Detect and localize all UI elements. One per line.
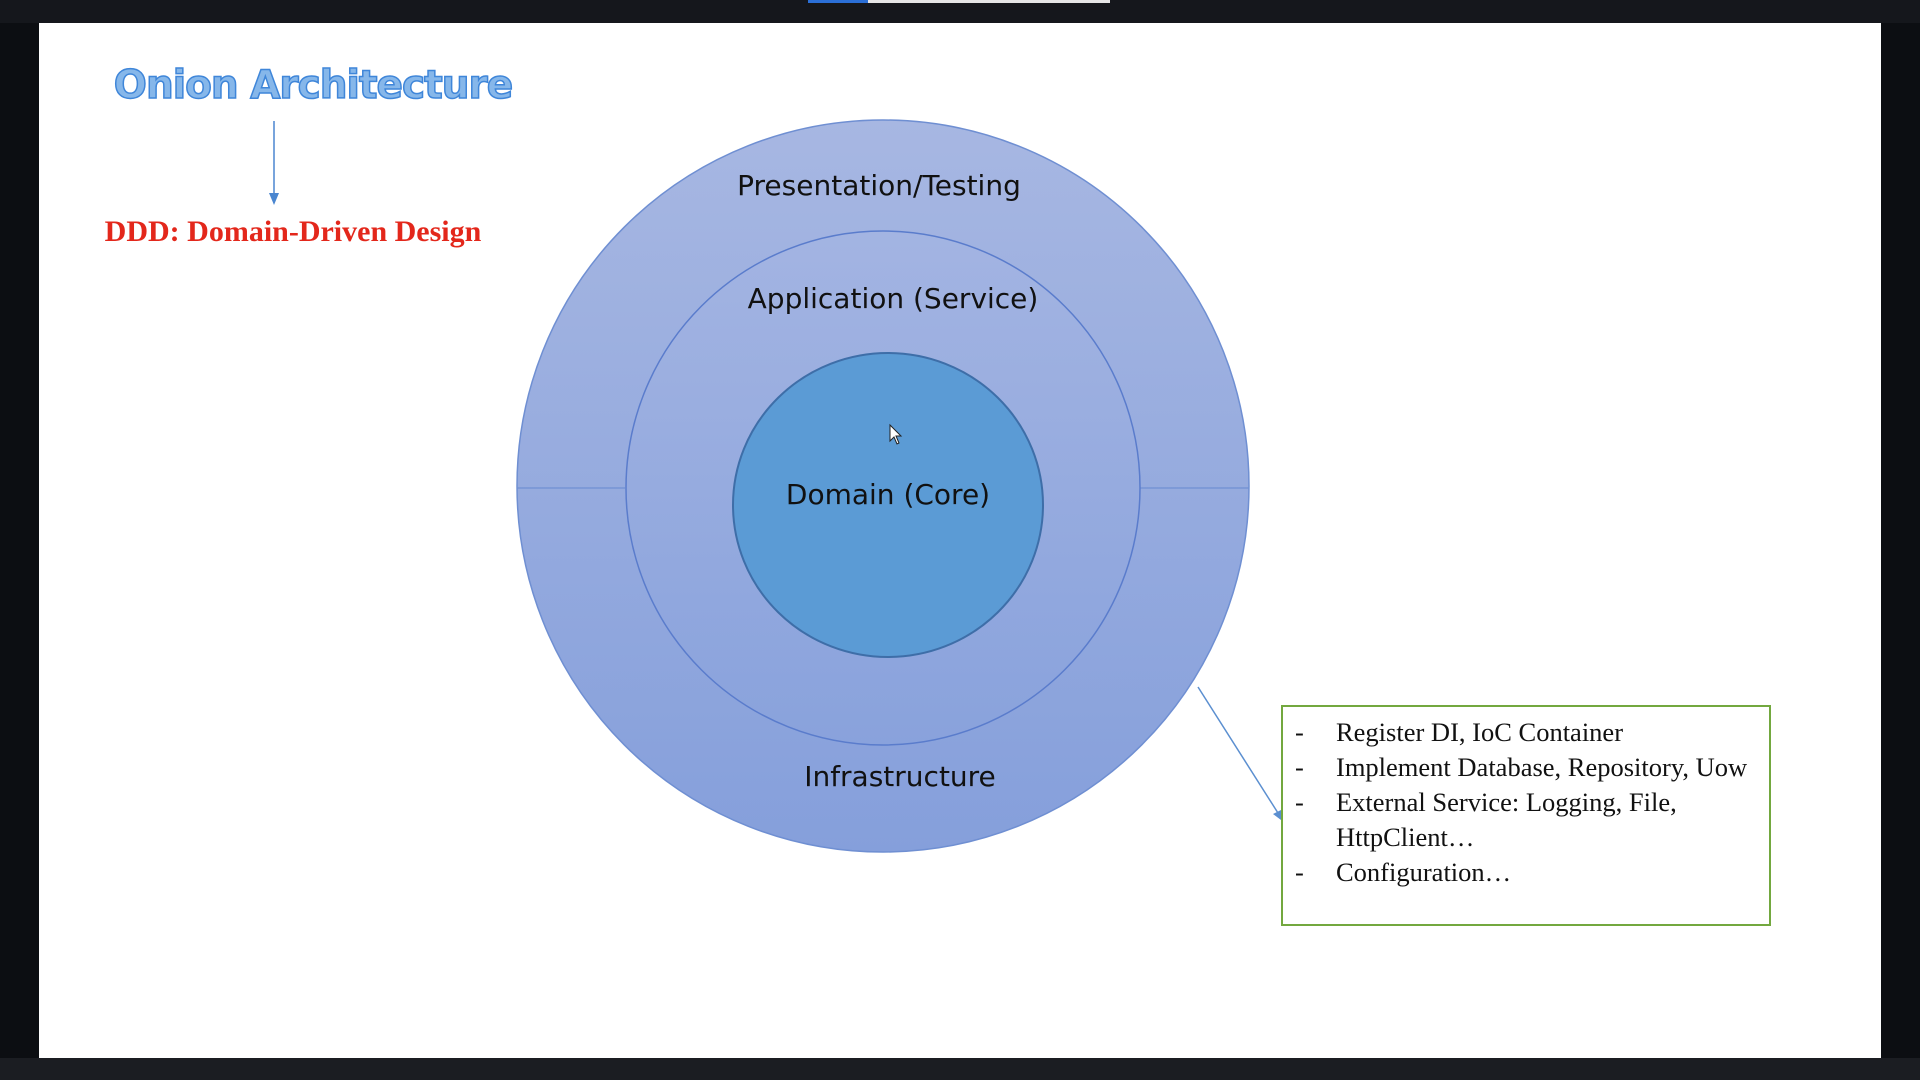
note-text: External Service: Logging, File, HttpCli… <box>1336 787 1677 852</box>
note-bullet: - <box>1295 752 1304 782</box>
layer-label-application: Application (Service) <box>748 282 1039 315</box>
connector-arrowhead <box>1273 809 1283 820</box>
infrastructure-notes-box: - Register DI, IoC Container - Implement… <box>1281 705 1771 926</box>
layer-label-domain: Domain (Core) <box>786 478 990 511</box>
note-text: Register DI, IoC Container <box>1336 717 1624 747</box>
infrastructure-connector-line <box>1197 686 1279 814</box>
list-item: - Implement Database, Repository, Uow <box>1295 750 1757 785</box>
layer-label-presentation: Presentation/Testing <box>737 169 1021 202</box>
progress-bar-fill <box>808 0 869 3</box>
slide: Onion Architecture DDD: Domain-Driven De… <box>39 23 1881 1058</box>
list-item: - Configuration… <box>1295 855 1757 890</box>
note-bullet: - <box>1295 787 1304 817</box>
bottom-bar <box>0 1058 1920 1080</box>
slide-title: Onion Architecture <box>113 62 514 109</box>
top-bar <box>0 0 1920 23</box>
note-text: Implement Database, Repository, Uow <box>1336 752 1748 782</box>
layer-label-infrastructure: Infrastructure <box>804 760 996 793</box>
notes-list: - Register DI, IoC Container - Implement… <box>1295 715 1757 890</box>
slide-subtitle: DDD: Domain-Driven Design <box>104 215 482 248</box>
domain-core-circle <box>732 352 1044 658</box>
note-bullet: - <box>1295 717 1304 747</box>
progress-bar[interactable] <box>808 0 1110 3</box>
list-item: - External Service: Logging, File, HttpC… <box>1295 785 1757 855</box>
note-text: Configuration… <box>1336 857 1512 887</box>
mouse-cursor <box>889 423 903 445</box>
onion-diagram: Presentation/Testing Application (Servic… <box>516 119 1283 853</box>
note-bullet: - <box>1295 857 1304 887</box>
list-item: - Register DI, IoC Container <box>1295 715 1757 750</box>
